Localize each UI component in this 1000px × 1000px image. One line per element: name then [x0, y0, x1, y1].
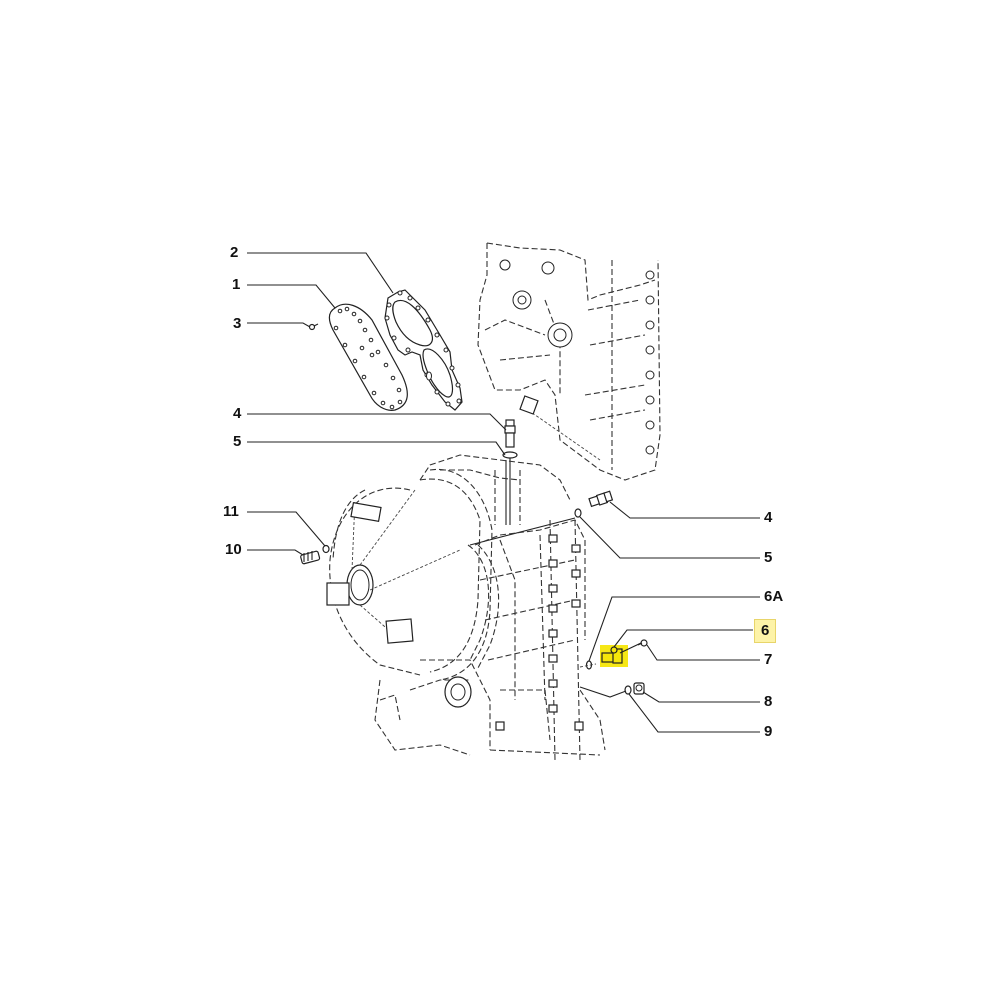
callout-11: 11	[223, 503, 239, 520]
leader-lines	[247, 252, 760, 733]
part-9-oring	[579, 685, 632, 698]
main-transmission-housing	[326, 454, 606, 761]
part-6a-oring	[579, 660, 597, 670]
callout-10: 10	[225, 541, 242, 558]
callout-5-side: 5	[764, 549, 773, 566]
part-6-speed-sensor-highlighted	[600, 642, 642, 667]
callout-8: 8	[764, 693, 773, 710]
part-5-side-oring	[574, 508, 582, 518]
callout-7: 7	[764, 651, 773, 668]
callout-1: 1	[232, 276, 241, 293]
callout-4-top: 4	[233, 405, 242, 422]
upper-housing-block	[477, 242, 661, 481]
part-5-top-oring	[502, 451, 518, 525]
callout-2: 2	[230, 244, 239, 261]
callout-5-top: 5	[233, 433, 242, 450]
flange-bolts	[548, 534, 581, 713]
callout-4-side: 4	[764, 509, 773, 526]
part-1-cover-plate	[328, 303, 408, 411]
part-10-plug	[300, 550, 321, 565]
callout-9: 9	[764, 723, 773, 740]
part-8-plug	[633, 682, 645, 695]
housing-edge-bolts	[645, 270, 655, 455]
callout-6-highlighted[interactable]: 6	[754, 619, 777, 643]
callout-3: 3	[233, 315, 242, 332]
part-3-screw	[308, 323, 319, 331]
part-4-top-fitting	[504, 419, 516, 448]
part-2-gasket	[384, 289, 463, 411]
part-7-sensor-screw	[637, 639, 648, 647]
part-11-oring	[322, 544, 330, 554]
callout-6a: 6A	[764, 588, 784, 605]
part-4-side-fitting	[588, 490, 614, 508]
